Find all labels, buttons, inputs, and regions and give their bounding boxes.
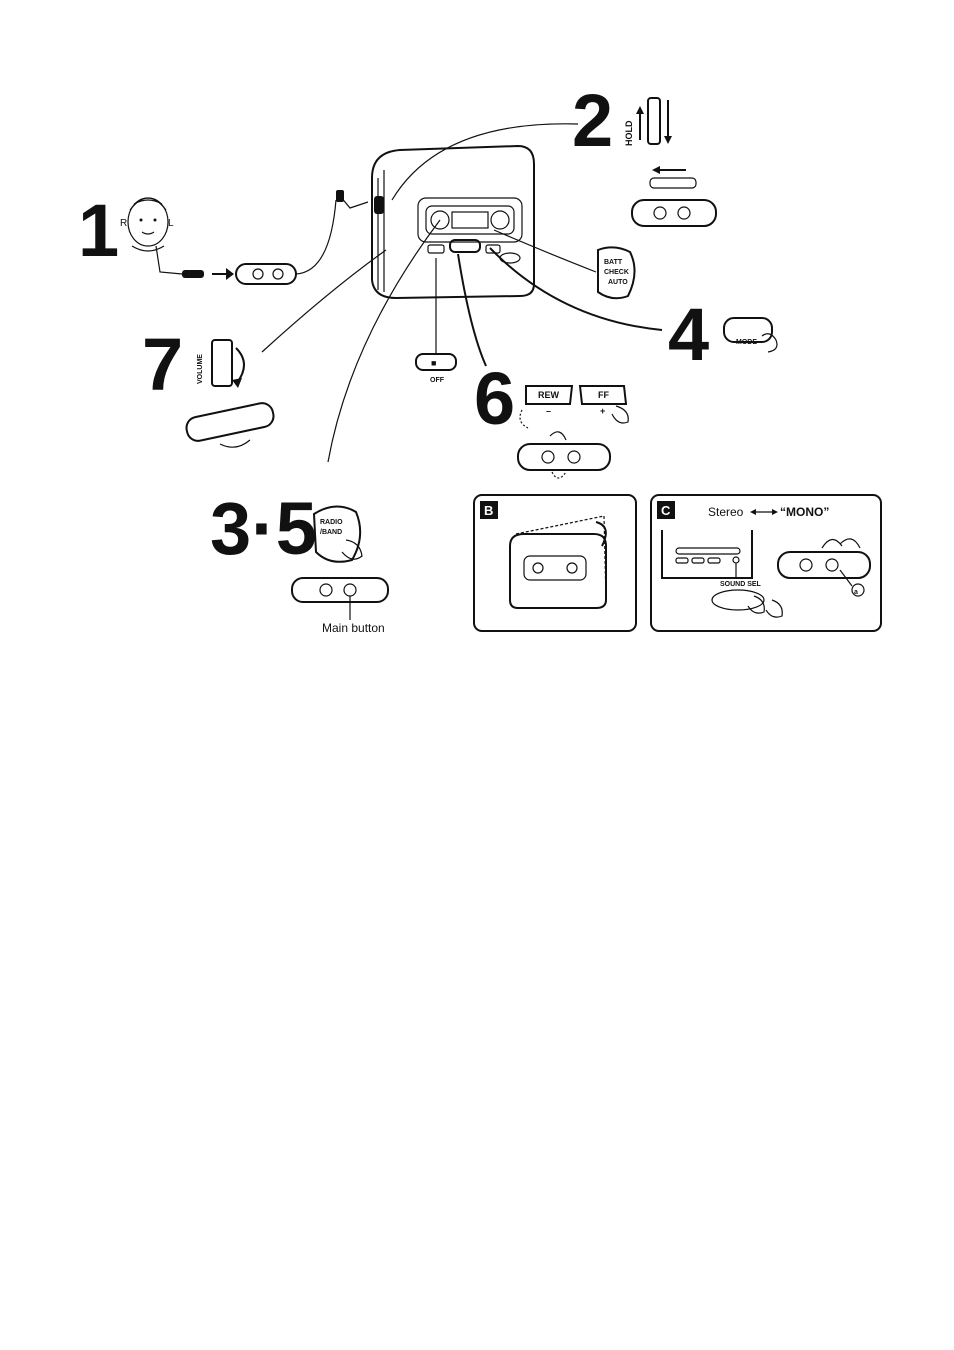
ear-right-label: R	[120, 218, 127, 229]
mode-label: MODE	[736, 339, 757, 346]
step-2-number: 2	[572, 79, 613, 162]
arrow-down-icon	[664, 136, 672, 144]
main-button-label: Main button	[322, 621, 385, 635]
step-6-leader-line	[458, 254, 486, 366]
headphone-plug	[336, 190, 344, 202]
remote-control-step7	[184, 401, 275, 447]
remote-hold-slider	[650, 178, 696, 188]
rotate-arrow-icon	[232, 378, 242, 388]
batt-label: BATT	[604, 259, 623, 266]
arrow-up-icon	[636, 106, 644, 114]
arrow-left-icon	[652, 166, 660, 174]
step-7-leader-line	[262, 250, 386, 352]
rew-minus-sign: –	[546, 406, 551, 416]
marker-a-label: a	[854, 589, 858, 596]
finger-rew-icon	[520, 410, 528, 428]
arrow-left-small-icon	[750, 509, 756, 515]
cassette-player	[372, 146, 534, 298]
volume-wheel	[212, 340, 232, 386]
step-4-leader-line	[490, 248, 662, 330]
hold-switch	[648, 98, 660, 144]
finger-ff-icon	[612, 406, 628, 423]
arrow-right-small-icon	[772, 509, 778, 515]
remote-control-step2	[632, 200, 716, 226]
step-4-number: 4	[668, 293, 709, 376]
band-label: /BAND	[320, 529, 342, 536]
pressing-finger-icon	[762, 334, 777, 352]
finger-sound-sel-icon-2	[766, 600, 782, 617]
remote-cord	[296, 200, 336, 274]
listener-illustration	[128, 198, 168, 251]
earphone-plug	[182, 270, 204, 278]
panel-c: C Stereo “MONO” SOUND SEL a	[651, 495, 881, 631]
off-label: OFF	[430, 377, 445, 384]
stop-symbol: ■	[431, 358, 436, 368]
mono-label: “MONO”	[780, 505, 829, 519]
remote-control-step35	[292, 578, 388, 602]
auto-label: AUTO	[608, 279, 628, 286]
hold-label: HOLD	[624, 120, 634, 146]
remote-control-step1	[236, 264, 296, 284]
volume-label: VOLUME	[197, 354, 204, 384]
step-6-number: 6	[474, 357, 515, 440]
headphone-plug-cable	[340, 196, 368, 208]
stereo-label: Stereo	[708, 505, 744, 519]
step-2-leader-line	[392, 124, 578, 200]
remote-control-step6	[518, 432, 610, 478]
panel-b: B	[474, 495, 636, 631]
panel-c-letter: C	[661, 503, 671, 518]
panel-b-letter: B	[484, 503, 493, 518]
rew-label: REW	[538, 390, 560, 400]
sound-sel-label: SOUND SEL	[720, 581, 762, 588]
radio-label: RADIO	[320, 519, 343, 526]
ear-left-label: L	[168, 218, 174, 229]
ff-label: FF	[598, 390, 609, 400]
ff-plus-sign: +	[600, 406, 605, 416]
arrow-right-icon	[226, 268, 234, 280]
step-1-number: 1	[78, 189, 119, 272]
check-label: CHECK	[604, 269, 629, 276]
step-3-5-number: 3·5	[210, 487, 317, 570]
step-7-number: 7	[142, 323, 183, 406]
earphone-cord	[156, 246, 182, 274]
